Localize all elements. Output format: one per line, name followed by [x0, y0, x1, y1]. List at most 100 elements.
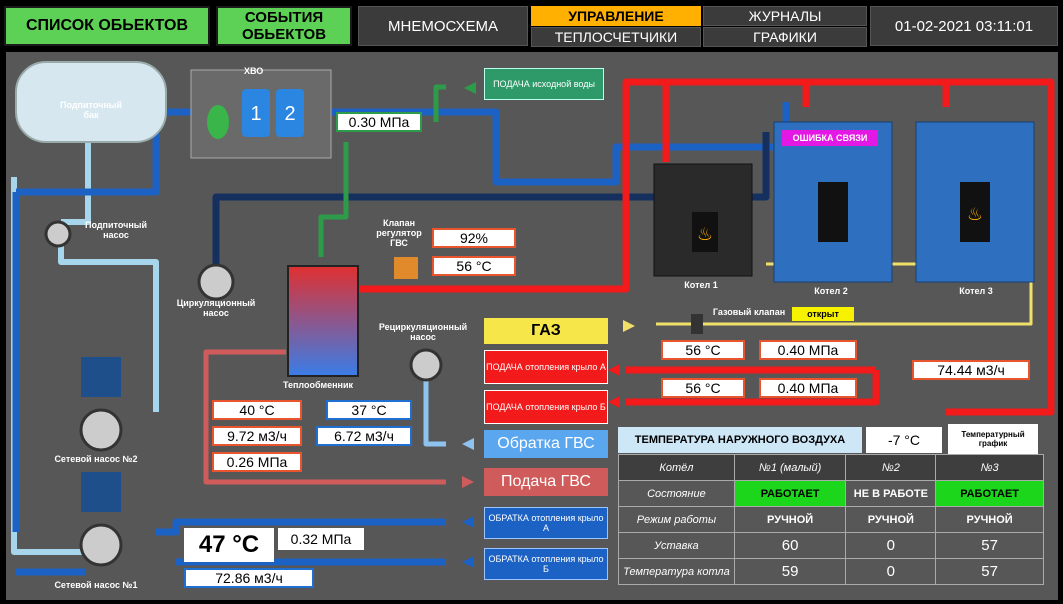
status-row-state: Состояние РАБОТАЕТ НЕ В РАБОТЕ РАБОТАЕТ — [618, 480, 1044, 507]
status-cell[interactable]: РУЧНОЙ — [845, 506, 937, 533]
boiler2-label-text: Котел 2 — [814, 286, 848, 296]
dhw-pressure: 0.26 МПа — [212, 452, 302, 472]
arrow-gas — [623, 320, 635, 332]
feed-b-button[interactable]: ПОДАЧА отопления крыло Б — [484, 390, 608, 424]
net-pump1 — [79, 523, 123, 567]
heat-exchanger-label: Теплообменник — [268, 380, 368, 390]
status-row-label: Состояние — [618, 480, 735, 507]
circ-pipe-dark — [212, 132, 770, 282]
boiler2-label: Котел 2 — [806, 286, 856, 296]
datetime-text: 01-02-2021 03:11:01 — [894, 17, 1034, 35]
tab-journals[interactable]: ЖУРНАЛЫ — [703, 6, 867, 26]
outdoor-temp-label-text: ТЕМПЕРАТУРА НАРУЖНОГО ВОЗДУХА — [634, 434, 846, 446]
valve-percent: 92% — [432, 228, 516, 248]
boiler3-label: Котел 3 — [951, 286, 1001, 296]
net-pump1-label: Сетевой насос №1 — [36, 580, 156, 590]
dhw-return-button[interactable]: Обратка ГВС — [484, 430, 608, 458]
makeup-tank — [15, 61, 167, 143]
source-water-button[interactable]: ПОДАЧА исходной воды — [484, 68, 604, 100]
recirc-pump-label: Рециркуляционный насос — [368, 322, 478, 342]
arrow-source-water — [464, 82, 476, 94]
status-cell[interactable]: РУЧНОЙ — [733, 506, 847, 533]
tab-heatmeters[interactable]: ТЕПЛОСЧЕТЧИКИ — [531, 27, 701, 47]
return-pressure-value: 0.32 МПа — [290, 531, 352, 547]
tab-objects-list-label: СПИСОК ОБЬЕКТОВ — [25, 17, 189, 34]
net-pump1-motor — [81, 472, 121, 512]
return-line-bottom — [16, 518, 446, 576]
dhw-flow1-value: 9.72 м3/ч — [227, 428, 287, 444]
flow-main-value: 74.44 м3/ч — [937, 362, 1005, 378]
return-a-button[interactable]: ОБРАТКА отопления крыло А — [484, 507, 608, 539]
gas-valve-state-text: открыт — [807, 309, 839, 319]
boiler3-window — [960, 182, 990, 242]
outdoor-temp-value: -7 °C — [887, 432, 921, 448]
gas-pipe — [656, 262, 1033, 326]
tab-object-events[interactable]: СОБЫТИЯ ОБЬЕКТОВ — [216, 6, 352, 46]
heat-exchanger-label-text: Теплообменник — [282, 380, 354, 390]
temp-schedule-label: Температурный график — [961, 430, 1025, 448]
status-cell[interactable]: 0 — [845, 532, 937, 559]
dhw-feed-button[interactable]: Подача ГВС — [484, 468, 608, 496]
circ-pump-label: Циркуляционный насос — [166, 298, 266, 318]
tab-graphs[interactable]: ГРАФИКИ — [703, 27, 867, 47]
status-row-mode: Режим работы РУЧНОЙ РУЧНОЙ РУЧНОЙ — [618, 506, 1044, 533]
dhw-feed-pipe — [203, 349, 446, 485]
feed-a-pressure-value: 0.40 МПа — [777, 342, 839, 358]
dhw-temp1-value: 40 °C — [239, 402, 275, 418]
dhw-return-label: Обратка ГВС — [497, 435, 595, 452]
tab-mnemo[interactable]: МНЕМОСХЕМА — [358, 6, 528, 46]
dhw-temp2: 37 °C — [326, 400, 412, 420]
gas-button[interactable]: ГАЗ — [484, 318, 608, 344]
gas-valve — [691, 314, 703, 334]
net-pump1-label-text: Сетевой насос №1 — [54, 580, 138, 590]
gas-valve-label-text: Газовый клапан — [712, 307, 786, 317]
tank-label-text: Подпиточный бак — [60, 100, 122, 120]
arrow-dhw-return — [462, 438, 474, 450]
status-header-cell: №2 — [845, 454, 937, 481]
feed-a-temp: 56 °C — [661, 340, 745, 360]
boiler1-flame-icon: ♨ — [697, 224, 713, 244]
status-header-cell: №1 (малый) — [733, 454, 847, 481]
feed-b-temp: 56 °C — [661, 378, 745, 398]
tab-control[interactable]: УПРАВЛЕНИЕ — [531, 6, 701, 26]
status-cell[interactable]: 57 — [935, 532, 1044, 559]
return-a-label: ОБРАТКА отопления крыло А — [488, 513, 604, 533]
valve-temp: 56 °C — [432, 256, 516, 276]
tab-objects-list[interactable]: СПИСОК ОБЬЕКТОВ — [4, 6, 210, 46]
status-cell[interactable]: РУЧНОЙ — [935, 506, 1044, 533]
xvo-tank-1-number: 1 — [250, 103, 261, 125]
dhw-temp1: 40 °C — [212, 400, 302, 420]
circ-pump-label-text: Циркуляционный насос — [176, 298, 256, 318]
tab-journals-label: ЖУРНАЛЫ — [748, 8, 822, 24]
return-b-button[interactable]: ОБРАТКА отопления крыло Б — [484, 548, 608, 580]
feed-b-pressure-value: 0.40 МПа — [777, 380, 839, 396]
feed-a-temp-value: 56 °C — [685, 342, 721, 358]
tab-mnemo-label: МНЕМОСХЕМА — [388, 17, 498, 35]
datetime-display: 01-02-2021 03:11:01 — [870, 6, 1058, 46]
status-header-cell: №3 — [935, 454, 1044, 481]
status-cell: 57 — [935, 558, 1044, 585]
boiler1-window — [692, 212, 718, 252]
dhw-temp2-value: 37 °C — [351, 402, 387, 418]
mnemo-canvas: 1 2 ♨ ♨ — [6, 52, 1058, 600]
valve-label: Клапан регулятор ГВС — [376, 218, 422, 248]
status-cell[interactable]: 60 — [733, 532, 847, 559]
boiler3-flame-icon: ♨ — [967, 204, 983, 224]
net-pump2-motor — [81, 357, 121, 397]
arrow-dhw-feed — [462, 476, 474, 488]
boiler2-window — [818, 182, 848, 242]
status-row-boiler-temp: Температура котла 59 0 57 — [618, 558, 1044, 585]
valve-percent-value: 92% — [459, 230, 489, 246]
status-cell: РАБОТАЕТ — [935, 480, 1044, 507]
dhw-valve-actuator — [394, 257, 418, 279]
xvo-label: ХВО — [244, 66, 264, 76]
tab-graphs-label: ГРАФИКИ — [753, 29, 817, 45]
feed-a-button[interactable]: ПОДАЧА отопления крыло А — [484, 350, 608, 384]
temp-schedule-button[interactable]: Температурный график — [948, 424, 1038, 454]
flow-main: 74.44 м3/ч — [912, 360, 1030, 380]
tab-heatmeters-label: ТЕПЛОСЧЕТЧИКИ — [554, 29, 678, 45]
valve-temp-value: 56 °C — [456, 258, 492, 274]
feed-b-temp-value: 56 °C — [685, 380, 721, 396]
status-row-setpoint: Уставка 60 0 57 — [618, 532, 1044, 559]
net-pump2 — [79, 408, 123, 452]
